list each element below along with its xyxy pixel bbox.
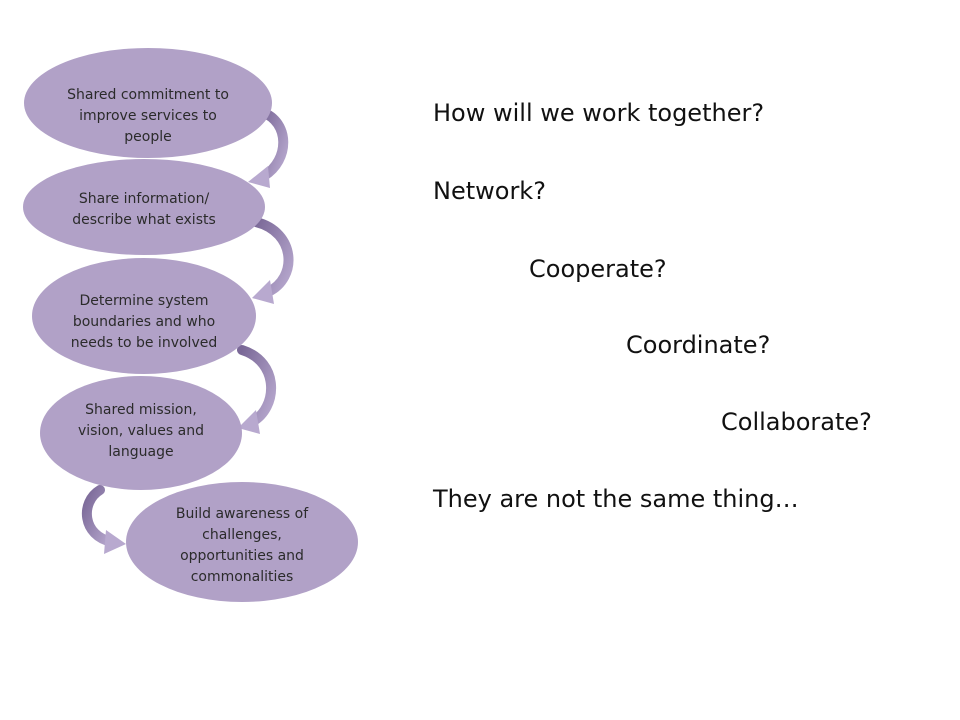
curved-arrow-3 <box>237 345 277 434</box>
question-text: How will we work together? <box>433 99 765 127</box>
step-4: Shared mission, vision, values and langu… <box>74 396 208 466</box>
connector-arrows <box>23 48 358 602</box>
step-ellipse-4 <box>40 376 242 490</box>
curved-arrow-1 <box>248 107 289 188</box>
step-5: Build awareness of challenges, opportuni… <box>168 500 316 592</box>
step-5-label: Build awareness of challenges, opportuni… <box>175 506 309 585</box>
step-2: Share information/ describe what exists <box>66 178 222 242</box>
curved-arrow-4 <box>81 485 126 554</box>
curved-arrow-2 <box>251 217 294 304</box>
step-ellipse-5 <box>126 482 358 602</box>
step-ellipse-2 <box>23 159 265 255</box>
network-text: Network? <box>433 177 546 205</box>
step-ellipse-1 <box>24 48 272 158</box>
coordinate-text: Coordinate? <box>626 331 771 359</box>
conclusion-text: They are not the same thing… <box>433 485 799 513</box>
step-3-label: Determine system boundaries and who need… <box>70 292 218 351</box>
step-3: Determine system boundaries and who need… <box>70 276 218 368</box>
process-diagram: Shared commitment to improve services to… <box>0 0 400 640</box>
step-1: Shared commitment to improve services to… <box>60 78 236 154</box>
collaborate-text: Collaborate? <box>721 408 872 436</box>
step-2-label: Share information/ describe what exists <box>72 191 216 228</box>
step-ellipse-3 <box>32 258 256 374</box>
step-4-label: Shared mission, vision, values and langu… <box>77 401 205 460</box>
step-1-label: Shared commitment to improve services to… <box>67 86 229 145</box>
cooperate-text: Cooperate? <box>529 255 667 283</box>
